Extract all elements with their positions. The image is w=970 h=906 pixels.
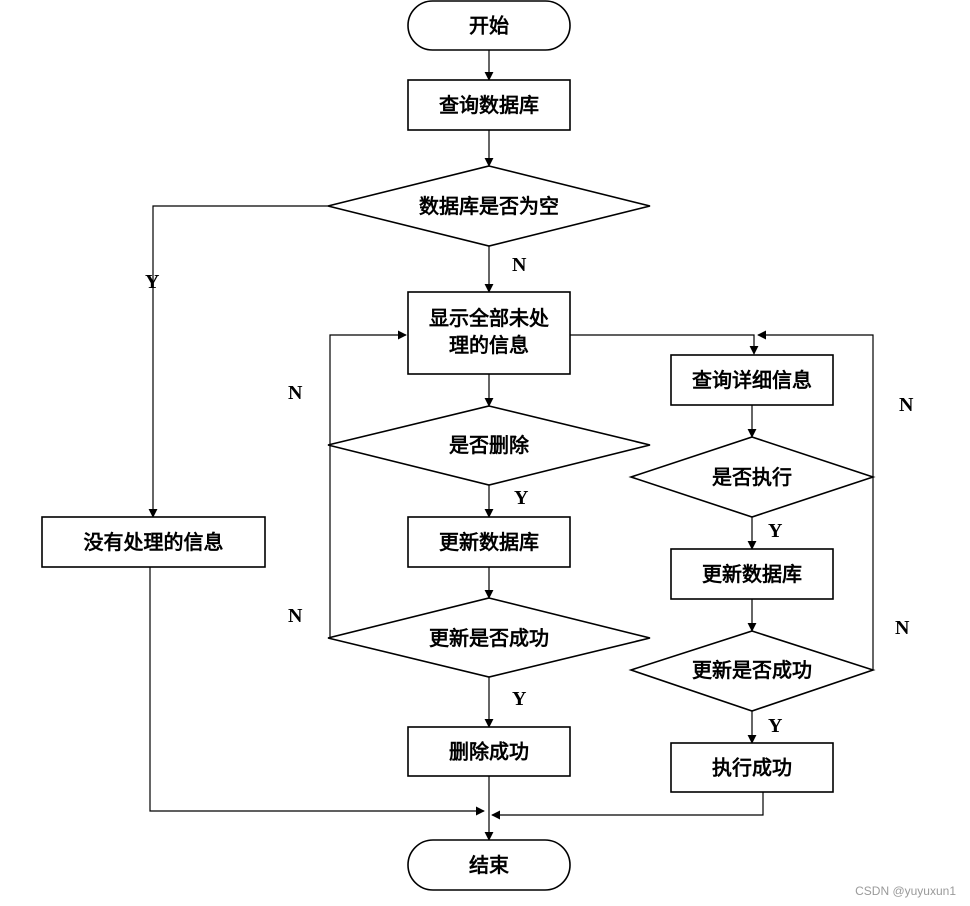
update-db-left-node: 更新数据库 — [407, 516, 571, 568]
execute-ok-node: 执行成功 — [670, 742, 834, 793]
update-ok-right-label: 更新是否成功 — [692, 658, 812, 682]
label-update-right-no: N — [895, 617, 910, 639]
watermark: CSDN @yuyuxun1 — [855, 884, 956, 898]
edges — [148, 50, 874, 841]
update-db-right-label: 更新数据库 — [702, 562, 802, 586]
label-update-left-no: N — [288, 605, 303, 627]
edge-executed-end — [491, 792, 764, 820]
edge-delete-no-loop — [329, 330, 407, 638]
label-update-left-yes: Y — [512, 688, 527, 710]
label-update-right-yes: Y — [768, 715, 783, 737]
edge-empty-noinfo — [148, 205, 328, 518]
execute-label: 是否执行 — [711, 465, 792, 489]
update-db-left-label: 更新数据库 — [439, 530, 539, 554]
show-all-label-line1: 显示全部未处 — [429, 306, 550, 330]
update-ok-right-decision: 更新是否成功 — [628, 630, 876, 712]
end-node: 结束 — [407, 839, 571, 891]
delete-ok-label: 删除成功 — [449, 740, 529, 764]
delete-decision: 是否删除 — [327, 405, 651, 486]
execute-decision: 是否执行 — [628, 436, 876, 518]
edge-labels: N Y N Y N Y N Y N Y — [145, 254, 914, 737]
db-empty-label: 数据库是否为空 — [419, 194, 559, 218]
edge-noinfo-end — [149, 567, 485, 816]
start-node: 开始 — [407, 0, 571, 51]
query-detail-label: 查询详细信息 — [692, 368, 812, 392]
query-db-label: 查询数据库 — [439, 93, 539, 117]
label-execute-no: N — [899, 394, 914, 416]
execute-ok-label: 执行成功 — [712, 756, 792, 780]
no-info-label: 没有处理的信息 — [84, 530, 224, 554]
delete-label: 是否删除 — [448, 433, 530, 457]
no-info-node: 没有处理的信息 — [41, 516, 266, 568]
edge-exec-no-loop — [757, 330, 874, 670]
end-label: 结束 — [469, 853, 510, 877]
label-delete-yes: Y — [514, 487, 529, 509]
show-all-label-line2: 理的信息 — [449, 333, 529, 357]
start-label: 开始 — [469, 14, 509, 38]
label-execute-yes: Y — [768, 520, 783, 542]
update-ok-left-decision: 更新是否成功 — [327, 597, 651, 678]
update-ok-left-label: 更新是否成功 — [429, 626, 549, 650]
update-db-right-node: 更新数据库 — [670, 548, 834, 600]
query-db-node: 查询数据库 — [407, 79, 571, 131]
label-delete-no: N — [288, 382, 303, 404]
show-all-node: 显示全部未处 理的信息 — [407, 291, 571, 375]
label-empty-yes: Y — [145, 271, 160, 293]
db-empty-decision: 数据库是否为空 — [327, 165, 651, 247]
delete-ok-node: 删除成功 — [407, 726, 571, 777]
label-empty-no: N — [512, 254, 527, 276]
edge-show-detail — [570, 334, 759, 355]
query-detail-node: 查询详细信息 — [670, 354, 834, 406]
